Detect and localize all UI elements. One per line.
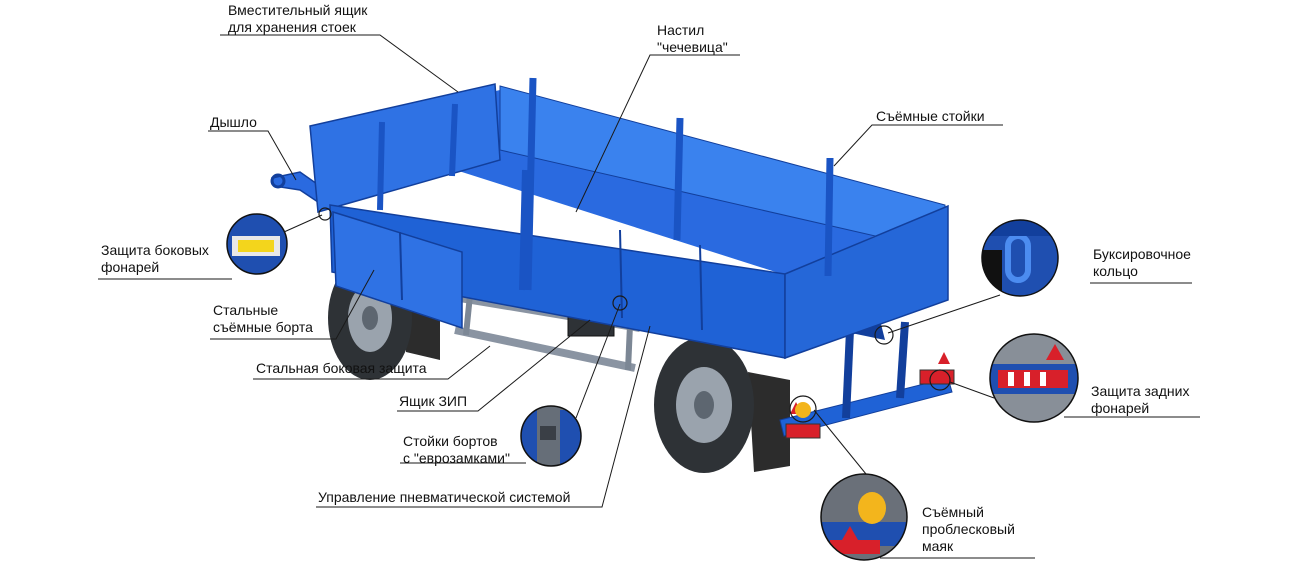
inset-tow-ring <box>981 219 1059 297</box>
leader-pneumatic <box>316 325 651 508</box>
label-line: Вместительный ящик <box>228 2 368 18</box>
label-line: для хранения стоек <box>228 19 356 35</box>
label-stakes: Съёмные стойки <box>876 108 985 125</box>
leader-box <box>220 34 459 93</box>
beacon-on-trailer <box>795 402 811 418</box>
label-line: с "еврозамками" <box>403 450 510 466</box>
leader-drawbar <box>208 130 297 181</box>
front-board <box>309 83 501 213</box>
label-line: фонарей <box>101 259 160 275</box>
stake <box>519 169 528 291</box>
leader-stakes <box>833 124 1003 167</box>
rear-wheel-hub <box>694 391 714 419</box>
label-line: проблесковый <box>922 521 1015 537</box>
side-guard-post <box>463 294 473 336</box>
front-wheel-hub <box>362 306 378 330</box>
label-drawbar: Дышло <box>210 114 257 131</box>
label-line: Настил <box>657 22 705 38</box>
label-line: Защита задних <box>1091 383 1190 399</box>
leader-rear-lights-2 <box>949 381 995 399</box>
label-line: Стойки бортов <box>403 433 498 449</box>
label-floor: Настил "чечевица" <box>657 22 728 56</box>
label-zip-box: Ящик ЗИП <box>399 393 467 410</box>
leader-zip <box>397 319 591 412</box>
board-rib <box>399 231 403 301</box>
label-line: Съёмные стойки <box>876 108 985 124</box>
reflector-triangle <box>938 352 950 364</box>
leader-posts-2 <box>575 303 621 419</box>
stake <box>524 77 537 291</box>
label-rear-lights: Защита задних фонарей <box>1091 383 1189 417</box>
label-line: "чечевица" <box>657 39 728 55</box>
stake <box>377 121 385 211</box>
stake <box>673 117 684 241</box>
leader-lines <box>98 34 1200 559</box>
label-side-lights: Защита боковых фонарей <box>101 242 209 276</box>
side-guard-rail-bottom <box>454 326 636 372</box>
rear-light-right <box>919 369 955 385</box>
side-guard-post <box>625 324 633 371</box>
label-line: фонарей <box>1091 400 1150 416</box>
rear-board <box>784 204 949 360</box>
rear-mud-flap <box>748 372 790 472</box>
label-line: Ящик ЗИП <box>399 393 468 409</box>
label-line: съёмные борта <box>213 319 313 335</box>
leader-sides <box>210 269 375 340</box>
board-rib <box>619 229 623 319</box>
rear-light-left <box>785 423 821 439</box>
rear-support <box>842 329 854 419</box>
label-beacon: Съёмный проблесковый маяк <box>922 504 1015 555</box>
label-line: Съёмный <box>922 504 984 520</box>
label-tow-ring: Буксировочное кольцо <box>1093 246 1191 280</box>
drawbar-eye <box>270 173 286 189</box>
label-pneumatic: Управление пневматической системой <box>318 489 570 506</box>
label-line: Дышло <box>210 114 257 130</box>
inset-side-lights <box>226 213 288 275</box>
label-line: маяк <box>922 538 954 554</box>
leader-side-guard <box>253 345 491 380</box>
trailer-illustration <box>270 77 955 473</box>
inset-side-posts <box>520 405 582 467</box>
leader-side-lights-2 <box>283 214 323 233</box>
label-line: Стальные <box>213 302 279 318</box>
label-line: кольцо <box>1093 263 1138 279</box>
inset-beacon <box>820 473 908 561</box>
leader-floor <box>575 54 740 213</box>
label-line: Стальная боковая защита <box>256 360 427 376</box>
open-side-panel <box>332 210 463 330</box>
stake <box>449 103 458 177</box>
stake <box>824 157 834 277</box>
inset-rear-lights <box>989 333 1079 423</box>
label-line: Защита боковых <box>101 242 209 258</box>
leader-beacon-2 <box>813 409 867 475</box>
label-side-posts: Стойки бортов с "еврозамками" <box>403 433 510 467</box>
label-side-guard: Стальная боковая защита <box>256 360 427 377</box>
label-line: Управление пневматической системой <box>318 489 571 505</box>
label-storage-box: Вместительный ящик для хранения стоек <box>228 2 367 36</box>
rear-support <box>896 321 909 399</box>
label-steel-sides: Стальные съёмные борта <box>213 302 313 336</box>
leader-tow-ring-2 <box>887 294 1001 334</box>
label-line: Буксировочное <box>1093 246 1191 262</box>
board-rib <box>699 244 703 331</box>
